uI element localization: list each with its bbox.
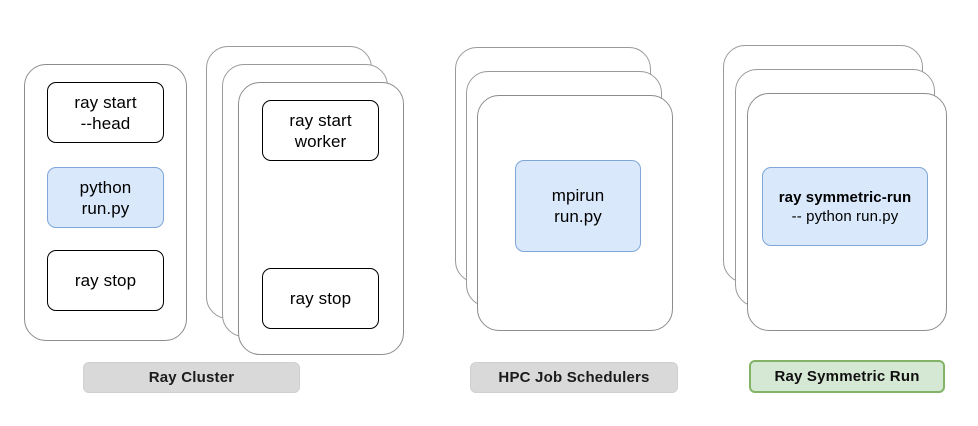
command-box-ray-symmetric-run[interactable]: ray symmetric-run -- python run.py	[762, 167, 928, 246]
command-line: --head	[80, 113, 131, 133]
group-label-ray-symmetric-run: Ray Symmetric Run	[749, 360, 945, 393]
command-box-ray-start-worker[interactable]: ray start worker	[262, 100, 379, 161]
command-line: ray symmetric-run	[778, 188, 912, 206]
command-line: run.py	[81, 198, 130, 218]
command-line: mpirun	[551, 186, 605, 205]
group-label-text: HPC Job Schedulers	[498, 369, 650, 386]
command-box-ray-stop-worker[interactable]: ray stop	[262, 268, 379, 329]
command-line: ray start	[74, 92, 137, 112]
command-line: -- python run.py	[791, 207, 899, 225]
command-line: ray stop	[289, 289, 352, 308]
command-line: ray stop	[74, 271, 137, 290]
group-label-text: Ray Cluster	[148, 369, 235, 386]
group-label-text: Ray Symmetric Run	[774, 368, 920, 385]
group-label-hpc-job-schedulers: HPC Job Schedulers	[470, 362, 678, 393]
command-box-ray-stop-head[interactable]: ray stop	[47, 250, 164, 311]
command-line: python	[79, 177, 132, 197]
command-line: worker	[294, 131, 347, 151]
command-box-python-run-py[interactable]: python run.py	[47, 167, 164, 228]
command-box-mpirun-run-py[interactable]: mpirun run.py	[515, 160, 641, 252]
group-label-ray-cluster: Ray Cluster	[83, 362, 300, 393]
command-box-ray-start-head[interactable]: ray start --head	[47, 82, 164, 143]
command-line: ray start	[289, 110, 352, 130]
command-line: run.py	[554, 207, 602, 226]
